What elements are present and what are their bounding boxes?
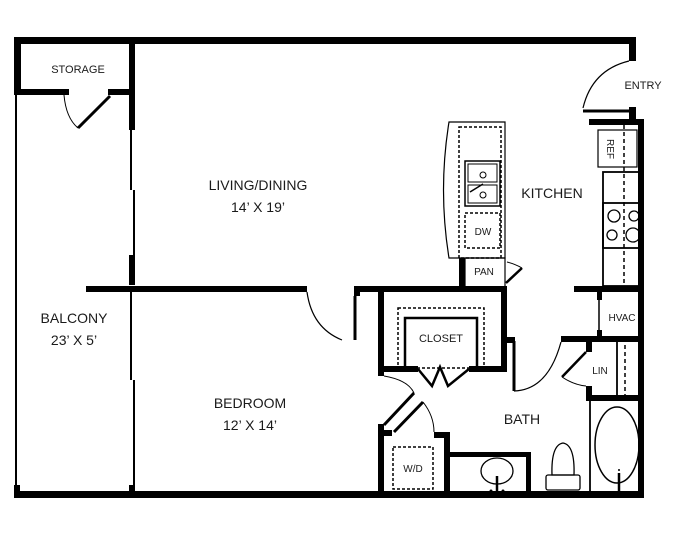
kitchen-label: KITCHEN bbox=[521, 185, 582, 201]
linen-door-swing bbox=[561, 376, 587, 387]
living-label: LIVING/DINING bbox=[209, 177, 308, 193]
dishwasher-label: DW bbox=[475, 227, 492, 238]
bedroom-door-swing bbox=[306, 291, 343, 341]
pantry-door-swing bbox=[506, 261, 523, 269]
closet-shelf-dashed bbox=[397, 307, 485, 369]
burner-1 bbox=[607, 209, 621, 223]
kitchen-sink bbox=[464, 160, 501, 207]
wd-door-right bbox=[392, 400, 425, 434]
vanity-right bbox=[526, 452, 531, 498]
bath-door-swing bbox=[513, 341, 562, 392]
lin-door-bottom bbox=[586, 386, 592, 400]
bath-door-stub bbox=[507, 337, 515, 343]
lin-door-top bbox=[586, 340, 592, 352]
pantry-left-wall bbox=[459, 258, 465, 290]
burner-3 bbox=[606, 229, 618, 241]
wd-door-swing-right bbox=[422, 401, 435, 433]
balcony-wall-mid bbox=[129, 255, 135, 285]
tub-drain bbox=[618, 469, 620, 471]
closet-bifold-doors bbox=[417, 363, 470, 389]
storage-label: STORAGE bbox=[51, 64, 105, 76]
sink-drain-bottom bbox=[479, 191, 487, 199]
closet-bottom-right bbox=[469, 366, 507, 372]
entry-door-swing bbox=[582, 60, 630, 109]
washer-dryer bbox=[392, 446, 434, 490]
entry-wall-top bbox=[629, 37, 636, 61]
closet-label: CLOSET bbox=[419, 333, 463, 345]
right-wall bbox=[638, 119, 644, 497]
toilet-tank bbox=[545, 474, 581, 491]
dots bbox=[489, 469, 620, 493]
wd-left-wall bbox=[378, 424, 384, 498]
wd-door-left bbox=[382, 391, 416, 427]
hvac-label: HVAC bbox=[608, 313, 635, 324]
linen-label: LIN bbox=[592, 366, 608, 377]
kitchen-counter bbox=[602, 171, 640, 287]
thin-lines bbox=[15, 60, 641, 491]
lin-bottom-wall bbox=[586, 395, 644, 401]
kitchen-top-wall bbox=[589, 119, 642, 125]
storage-right-wall bbox=[129, 37, 135, 130]
vanity-top bbox=[450, 452, 530, 457]
wd-top-right bbox=[434, 432, 450, 438]
toilet-bowl bbox=[551, 442, 575, 476]
refrigerator-label: REF bbox=[604, 139, 615, 159]
sink-drain-top bbox=[479, 171, 487, 179]
pantry-label: PAN bbox=[474, 267, 494, 278]
washer-dryer-label: W/D bbox=[403, 464, 422, 475]
balcony-bottom-stub bbox=[14, 485, 20, 497]
storage-left-wall bbox=[14, 37, 21, 95]
balcony-label: BALCONY bbox=[41, 310, 109, 326]
closet-bottom-left bbox=[378, 366, 418, 372]
dishwasher bbox=[464, 212, 501, 249]
faucet-handle-left bbox=[489, 489, 493, 493]
refrigerator bbox=[597, 129, 638, 168]
closet-inner-wall bbox=[403, 316, 479, 366]
balcony-size: 23’ X 5’ bbox=[51, 332, 97, 348]
storage-bottom-wall-right bbox=[108, 89, 135, 95]
wd-door-swing-left bbox=[383, 375, 415, 394]
entry-wall-bottom bbox=[629, 107, 636, 121]
wd-right-wall bbox=[444, 432, 450, 498]
bedroom-label: BEDROOM bbox=[214, 395, 286, 411]
linen-door bbox=[561, 351, 587, 378]
closet-top-wall bbox=[354, 286, 507, 292]
burner-2 bbox=[628, 210, 640, 222]
walls bbox=[14, 37, 644, 498]
storage-door-swing bbox=[63, 94, 79, 129]
faucet-handle-right bbox=[501, 489, 505, 493]
top-wall bbox=[14, 37, 636, 44]
pantry bbox=[464, 257, 506, 289]
closet-right-wall bbox=[501, 286, 507, 370]
sink-basin-top bbox=[467, 163, 498, 183]
sink-basin-bottom bbox=[467, 184, 498, 204]
entry-label: ENTRY bbox=[624, 80, 662, 92]
burner-4 bbox=[625, 227, 641, 243]
storage-door bbox=[76, 94, 112, 130]
living-size: 14’ X 19’ bbox=[231, 199, 285, 215]
range bbox=[602, 202, 640, 249]
island-counter-dashed bbox=[458, 126, 502, 259]
bathtub bbox=[594, 406, 640, 484]
storage-bottom-wall-left bbox=[14, 89, 69, 95]
hvac-bottom-wall bbox=[561, 336, 644, 342]
bedroom-top-wall bbox=[86, 286, 307, 292]
bottom-wall bbox=[14, 491, 644, 498]
pantry-door bbox=[505, 267, 523, 284]
bedroom-size: 12’ X 14’ bbox=[223, 417, 277, 433]
closet-left-wall bbox=[378, 286, 384, 376]
bedroom-door-stub bbox=[354, 286, 360, 296]
wd-top-left bbox=[378, 430, 392, 436]
bath-label: BATH bbox=[504, 411, 540, 427]
sink-faucet bbox=[469, 183, 484, 193]
hvac-top-wall bbox=[574, 286, 644, 292]
